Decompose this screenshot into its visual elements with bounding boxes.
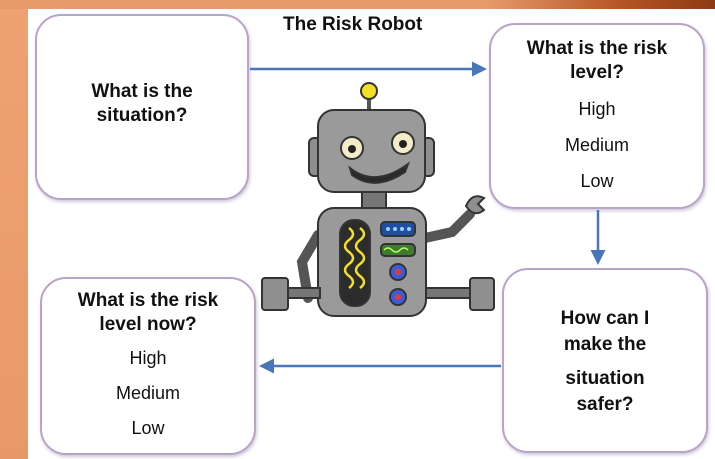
situation-box: What is the situation? xyxy=(35,14,249,200)
situation-line-1: What is the xyxy=(91,81,193,102)
risk-level-now-box: What is the risk level now? High Medium … xyxy=(40,277,256,455)
risk-level-now-option-high: High xyxy=(129,348,167,368)
risk-level-now-line-2: level now? xyxy=(99,314,197,335)
robot-antenna-ball xyxy=(360,82,378,100)
risk-level-now-option-low: Low xyxy=(131,418,165,438)
risk-level-now-line-1: What is the risk xyxy=(77,290,219,311)
robot-illustration xyxy=(261,82,495,317)
robot-mouth xyxy=(348,161,411,184)
risk-level-line-1: What is the risk xyxy=(526,38,668,59)
risk-level-option-low: Low xyxy=(580,171,614,191)
make-safer-line-2: make the xyxy=(563,334,647,355)
make-safer-line-1: How can I xyxy=(560,308,650,329)
make-safer-line-4: safer? xyxy=(576,394,634,415)
diagram-title: The Risk Robot xyxy=(283,14,423,35)
top-frame-border xyxy=(0,0,715,9)
risk-level-now-option-medium: Medium xyxy=(115,383,181,403)
make-safer-line-3: situation xyxy=(565,368,645,389)
top-frame-accent xyxy=(485,0,715,9)
risk-level-box: What is the risk level? High Medium Low xyxy=(489,23,705,209)
left-frame-border xyxy=(0,0,28,459)
situation-line-2: situation? xyxy=(96,105,188,126)
risk-level-option-high: High xyxy=(578,99,616,119)
make-safer-box: How can I make the situation safer? xyxy=(502,268,708,453)
risk-level-option-medium: Medium xyxy=(564,135,630,155)
risk-level-line-2: level? xyxy=(570,62,624,83)
